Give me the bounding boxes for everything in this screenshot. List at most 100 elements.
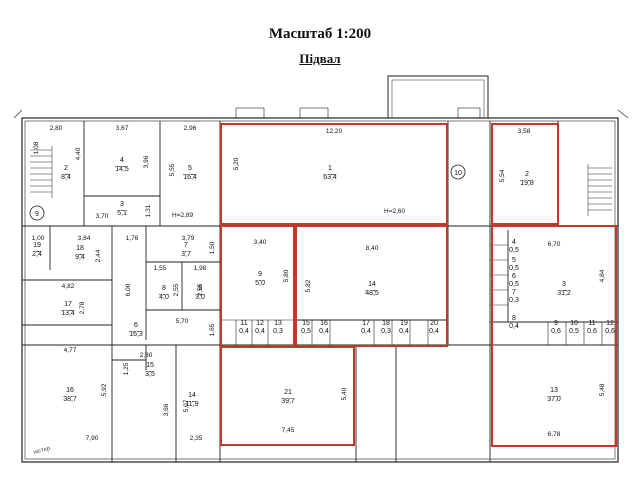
svg-text:9: 9 [35,211,39,218]
cubicle-number: 5 [512,257,516,264]
room-8: 189,4 [75,245,85,261]
room-area: 3,7 [181,251,191,258]
dimension-h-10: 3,79 [182,235,195,242]
cubicle-area: 0,4 [361,328,371,335]
room-area: 31,2 [557,290,571,297]
cubicle-area: 0,5 [569,328,579,335]
room-area: 19,8 [520,180,534,187]
dimension-h-23: 6,78 [548,431,561,438]
axis-marker-10: 10 [450,164,466,180]
room-area: 16,3 [129,331,143,338]
cubicle-number: 11 [588,320,595,327]
dimension-v-1: 1,08 [33,141,40,154]
room-number: 2 [525,171,529,178]
room-7: 192,4 [32,242,42,258]
cubicle-area: 0,4 [509,323,519,330]
dimension-h-20: 7,90 [86,435,99,442]
dimension-v-14: 5,82 [305,279,312,292]
room-number: 13 [550,387,558,394]
cubicle-number: 16 [320,320,328,327]
cubicle-area: 0,5 [509,281,519,288]
cubicle-number: 12 [256,320,264,327]
dimension-v-5: 1,31 [145,204,152,217]
room-number: 14 [368,281,376,288]
cubicle-5: 160,4 [319,320,329,335]
dimension-v-15: 4,84 [599,269,606,282]
dimension-v-16: 2,78 [79,301,86,314]
scale-title: Масштаб 1:200 [268,26,372,42]
room-16: 616,3 [129,322,143,338]
stairs-right [587,164,612,216]
room-area: 14,5 [115,166,129,173]
cubicle-1: 110,4 [239,320,249,335]
cubicle-number: 10 [570,320,578,327]
cubicle-number: 9 [554,320,558,327]
building-outline [13,75,629,463]
dimension-v-12: 2,55 [197,283,204,296]
dimension-h-14: 1,55 [154,265,167,272]
room-3: 28,4 [61,165,71,181]
room-10: 84,0 [159,285,169,301]
dimension-h-7: 1,00 [32,235,45,242]
room-area: 2,4 [32,251,42,258]
dimension-v-23: 5,48 [599,383,606,396]
room-number: 6 [134,322,138,329]
room-4: 35,1 [117,201,127,217]
dimension-h-15: 1,98 [194,265,207,272]
dimension-h-17: 5,70 [176,318,189,325]
dimension-h-9: 1,76 [126,235,139,242]
cubicle-area: 0,4 [319,328,329,335]
dimension-h-18: 4,77 [64,347,77,354]
room-1: 163,4 [323,165,337,181]
ceiling-height-2: Н=2,60 [384,208,406,215]
room-area: 63,4 [323,174,337,181]
dimension-h-4: 12,20 [326,128,343,135]
cubicle-area: 0,4 [239,328,249,335]
cubicle-area: 0,4 [429,328,439,335]
cubicle-area: 0,3 [381,328,391,335]
cubicle-area: 0,5 [509,247,519,254]
cubicle-area: 0,6 [587,328,597,335]
stamp-fragment: ністер [33,446,52,456]
dimension-h-2: 3,67 [116,125,129,132]
room-area: 16,4 [183,174,197,181]
dimension-v-20: 3,66 [163,403,170,416]
dimension-h-8: 3,84 [78,235,91,242]
dimension-v-10: 6,00 [125,283,132,296]
highlighted-premises [220,123,617,447]
dimension-v-21: 5,07 [183,399,190,412]
cubicle-number: 6 [512,273,516,280]
cubicle-area: 0,4 [399,328,409,335]
cubicle-3: 130,3 [273,320,283,335]
axis-marker-9: 9 [29,205,45,221]
cubicle-16: 100,5 [569,320,579,335]
room-area: 11,9 [185,401,198,408]
room-area: 4,0 [159,294,169,301]
cubicle-8: 190,4 [399,320,409,335]
room-number: 3 [120,201,124,208]
room-area: 5,1 [117,210,127,217]
dimension-h-13: 6,70 [548,241,561,248]
floor-title: Підвал [299,51,341,66]
room-number: 19 [33,242,41,249]
dimension-h-19: 2,80 [140,352,153,359]
stairs-left [30,146,53,198]
dimension-h-12: 8,40 [366,245,379,252]
room-number: 5 [188,165,192,172]
cubicle-number: 19 [400,320,408,327]
cubicle-7: 180,3 [381,320,391,335]
cubicle-2: 120,4 [255,320,265,335]
dimension-v-17: 1,65 [209,323,216,336]
cubicle-area: 0,5 [509,265,519,272]
room-area: 13,4 [61,310,75,317]
room-18: 153,5 [145,362,155,378]
cubicle-number: 13 [274,320,282,327]
dimension-h-16: 4,82 [62,283,75,290]
cubicle-18: 120,6 [605,320,615,335]
cubicle-number: 15 [302,320,310,327]
